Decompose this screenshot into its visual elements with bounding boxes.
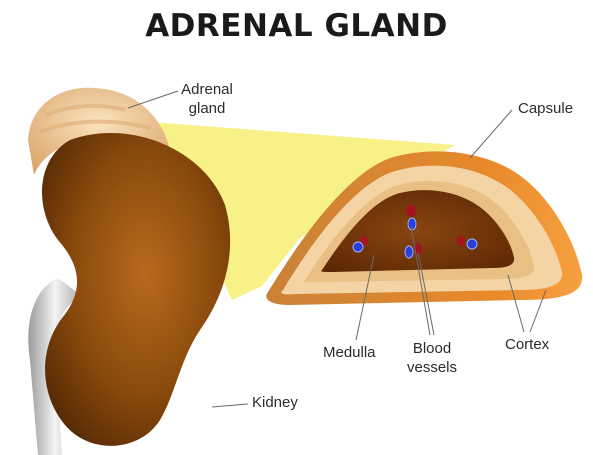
adrenal-gland-leader (128, 91, 178, 108)
label-cortex: Cortex (505, 335, 549, 354)
kidney-leader (212, 404, 248, 407)
label-capsule: Capsule (518, 99, 573, 118)
capsule-leader (470, 110, 512, 158)
label-kidney: Kidney (252, 393, 298, 412)
label-adrenal-gland: Adrenal gland (176, 80, 238, 118)
label-blood-vessels: Blood vessels (401, 339, 463, 377)
vessel-blue (408, 218, 416, 230)
vessel-blue (467, 239, 477, 249)
vessel-blue (353, 242, 363, 252)
label-medulla: Medulla (323, 343, 376, 362)
vessel-blue (405, 246, 413, 258)
vessel-red (457, 236, 465, 246)
vessel-red (406, 205, 416, 217)
